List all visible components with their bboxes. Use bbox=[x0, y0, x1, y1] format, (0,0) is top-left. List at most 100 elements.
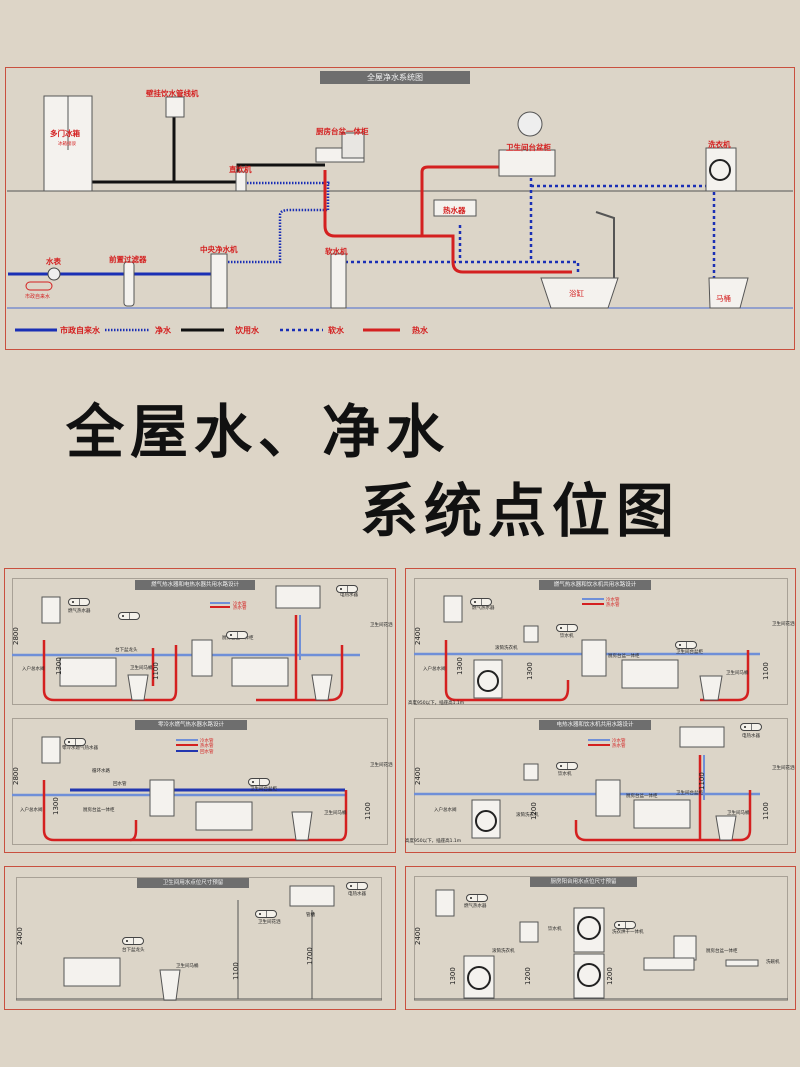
label-f-washer-dryer: 洗衣烘干一体机 bbox=[612, 930, 644, 935]
label-f-gas-heater: 燃气热水器 bbox=[464, 904, 487, 909]
label-softener: 软水机 bbox=[325, 247, 348, 256]
label-e-shower: 卫生间花洒 bbox=[258, 920, 281, 925]
dim-a-1300: 1300 bbox=[55, 657, 63, 675]
label-kitchen: 厨房台盆一体柜 bbox=[316, 127, 369, 136]
tag-pill bbox=[614, 921, 636, 929]
legend-c-cold: 冷水管 bbox=[200, 739, 214, 744]
label-d-inlet: 入户总水阀 bbox=[434, 808, 457, 813]
tag-pill bbox=[64, 738, 86, 746]
tag-pill bbox=[68, 598, 90, 606]
legend-d-hot: 热水管 bbox=[612, 744, 626, 749]
label-d-note: 高度950以下，插座高1.1m bbox=[405, 839, 462, 844]
label-fridge: 多门冰箱 bbox=[50, 129, 80, 138]
label-c-return: 回水管 bbox=[113, 782, 127, 787]
label-e-heater: 电热水器 bbox=[348, 892, 366, 897]
label-e-toilet: 卫生间马桶 bbox=[176, 964, 199, 969]
label-c-inlet: 入户总水阀 bbox=[20, 808, 43, 813]
label-b-toilet: 卫生间马桶 bbox=[726, 671, 749, 676]
water-meter-icon bbox=[47, 267, 61, 281]
dim-e-1100: 1100 bbox=[232, 962, 240, 980]
dim-e-1700: 1700 bbox=[306, 947, 314, 965]
label-f-dishwasher: 洗碗机 bbox=[766, 960, 780, 965]
label-a-toilet: 卫生间马桶 bbox=[130, 666, 153, 671]
label-c-toilet: 卫生间马桶 bbox=[324, 811, 347, 816]
label-water-meter: 水表 bbox=[46, 257, 61, 266]
label-c-heater: 零冷水燃气热水器 bbox=[62, 746, 98, 751]
tag-pill bbox=[255, 910, 277, 918]
legend-municipal: 市政自来水 bbox=[60, 326, 100, 335]
legend-c-return: 回水管 bbox=[200, 750, 214, 755]
dim-f-height: 2400 bbox=[414, 927, 422, 945]
label-a-gas-heater: 燃气热水器 bbox=[68, 609, 91, 614]
label-e-faucet: 台下盆龙头 bbox=[122, 948, 145, 953]
label-a-electric-heater: 电热水器 bbox=[340, 593, 358, 598]
soft-water-pipe bbox=[345, 172, 716, 285]
label-f-kitchen: 厨房台盆一体柜 bbox=[706, 949, 738, 954]
tag-pill bbox=[336, 585, 358, 593]
purified-water-pipe bbox=[228, 180, 330, 264]
label-d-basin: 卫生间台盆柜 bbox=[676, 791, 703, 796]
dim-b-1300b: 1300 bbox=[526, 662, 534, 680]
water-heater-icon bbox=[433, 199, 477, 217]
legend-b-cold: 冷水管 bbox=[606, 598, 620, 603]
title-zero-cold: 零冷水燃气热水器水路设计 bbox=[135, 720, 247, 730]
dim-c-1100: 1100 bbox=[364, 802, 372, 820]
label-d-heater: 电热水器 bbox=[742, 734, 760, 739]
tag-pill bbox=[740, 723, 762, 731]
dim-f-1200b: 1200 bbox=[606, 967, 614, 985]
inner-bathroom-points bbox=[16, 877, 382, 1001]
tag-pill bbox=[346, 882, 368, 890]
pipes-zero-cold bbox=[12, 736, 348, 842]
system-diagram-pipes bbox=[7, 95, 793, 332]
dim-b-1300: 1300 bbox=[456, 657, 464, 675]
tag-pill bbox=[675, 641, 697, 649]
dim-c-height: 2800 bbox=[12, 767, 20, 785]
fixtures-kitchen-points bbox=[414, 889, 788, 1000]
main-title-line1: 全屋水、净水 bbox=[66, 398, 451, 466]
pipes-electric-dispenser bbox=[414, 726, 760, 842]
central-purifier-icon bbox=[210, 253, 228, 309]
label-b-note: 高度950以下，插座高1.1m bbox=[408, 701, 465, 706]
softener-icon bbox=[330, 253, 347, 309]
label-a-faucet1: 台下盆龙头 bbox=[115, 648, 138, 653]
label-bathroom-basin: 卫生间台盆柜 bbox=[506, 143, 551, 152]
label-d-washer: 滚筒洗衣机 bbox=[516, 813, 539, 818]
shower-column-icon bbox=[595, 211, 615, 278]
legend-b-hot: 热水管 bbox=[606, 603, 620, 608]
label-f-dispenser: 饮水机 bbox=[548, 927, 562, 932]
label-direct-drinking: 直饮机 bbox=[229, 165, 252, 174]
legend-c-hot: 热水管 bbox=[200, 744, 214, 749]
label-central-purifier: 中央净水机 bbox=[200, 245, 238, 254]
label-toilet: 马桶 bbox=[716, 294, 731, 303]
label-fridge-sub: 冰箱接驳 bbox=[58, 142, 76, 147]
label-municipal-tag: 市政自来水 bbox=[25, 294, 51, 300]
dim-f-1200: 1200 bbox=[524, 967, 532, 985]
legend-a-cold: 冷水管 bbox=[233, 602, 247, 607]
legend-drinking: 饮用水 bbox=[235, 326, 259, 335]
label-c-basin: 卫生间台盆柜 bbox=[250, 787, 277, 792]
dim-a-1100: 1100 bbox=[152, 662, 160, 680]
label-c-shower: 卫生间花洒 bbox=[370, 763, 393, 768]
label-bathtub: 浴缸 bbox=[569, 289, 584, 298]
system-diagram-panel bbox=[5, 67, 795, 350]
system-diagram-title: 全屋净水系统图 bbox=[320, 71, 470, 84]
dim-e-height: 2400 bbox=[16, 927, 24, 945]
dim-d-1100: 1100 bbox=[698, 772, 706, 790]
label-d-kitchen: 厨房台盆一体柜 bbox=[626, 794, 658, 799]
title-gas-dispenser: 燃气热水器和饮水机共用水路设计 bbox=[539, 580, 651, 590]
label-b-inlet: 入户总水阀 bbox=[423, 667, 446, 672]
bathroom-basin-icon bbox=[498, 149, 556, 177]
dim-d-height: 2400 bbox=[414, 767, 422, 785]
label-b-shower: 卫生间花洒 bbox=[772, 622, 795, 627]
pre-filter-icon bbox=[123, 261, 135, 307]
label-b-basin: 卫生间台盆柜 bbox=[676, 650, 703, 655]
dim-c-1300: 1300 bbox=[52, 797, 60, 815]
tag-pill bbox=[556, 624, 578, 632]
inner-gas-dispenser bbox=[414, 578, 788, 705]
label-c-loop: 循环水路 bbox=[92, 769, 110, 774]
tag-pill bbox=[122, 937, 144, 945]
label-d-toilet: 卫生间马桶 bbox=[727, 811, 750, 816]
title-bathroom-points: 卫生间用水点位尺寸预留 bbox=[137, 878, 249, 888]
legend-hot: 热水 bbox=[412, 326, 428, 335]
